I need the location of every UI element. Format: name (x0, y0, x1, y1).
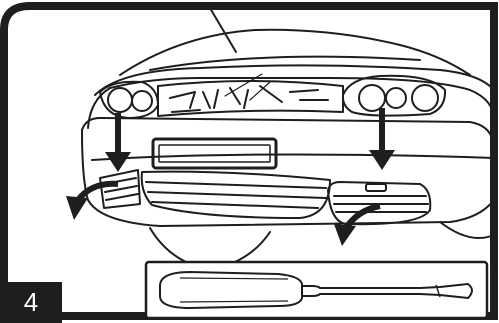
right-headlight (343, 76, 445, 116)
license-plate (153, 139, 276, 168)
tool-inset-frame (146, 262, 487, 318)
lower-grille (142, 172, 330, 218)
arrow-curve-left (78, 184, 118, 200)
wiper-line (210, 8, 236, 52)
right-wheel (440, 222, 494, 238)
tool-inset (146, 262, 487, 318)
car-front (82, 8, 494, 270)
left-fog-vent (100, 170, 140, 208)
step-number-badge: 4 (0, 282, 62, 323)
front-grille (158, 74, 343, 116)
left-headlight (100, 82, 158, 118)
